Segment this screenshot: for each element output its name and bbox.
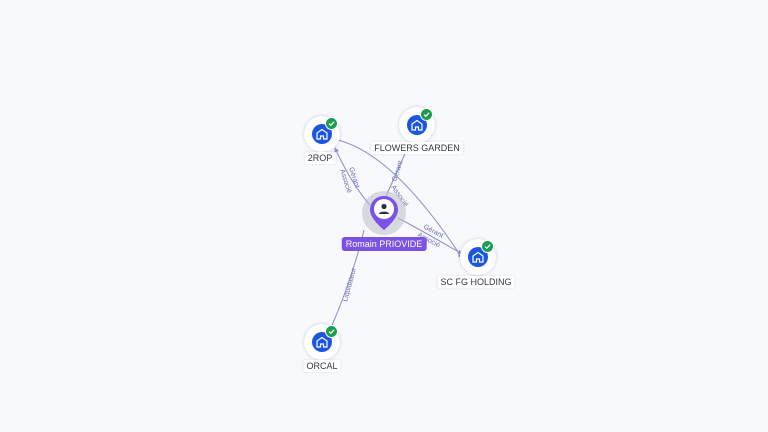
person-node[interactable] (362, 191, 406, 235)
company-label-orcal[interactable]: ORCAL (303, 360, 341, 372)
verified-check-icon (420, 108, 433, 121)
verified-check-icon (325, 325, 338, 338)
edge-label-flowers-garden: Gérant (391, 160, 404, 183)
company-node-orcal[interactable] (304, 324, 340, 360)
verified-check-icon (325, 117, 338, 130)
company-node-flowers-garden[interactable] (399, 107, 435, 143)
company-label-2rop[interactable]: 2ROP (304, 152, 336, 164)
company-building-icon (312, 124, 332, 144)
company-node-sc-fg-holding[interactable] (460, 239, 496, 275)
company-label-sc-fg-holding[interactable]: SC FG HOLDING (437, 276, 515, 288)
company-building-icon (468, 247, 488, 267)
verified-check-icon (481, 240, 494, 253)
person-name-label[interactable]: Romain PRIOVIDE (341, 237, 427, 251)
company-node-2rop[interactable] (304, 116, 340, 152)
person-icon (370, 196, 398, 230)
edge-label-orcal: Liquidateur (342, 267, 358, 303)
company-building-icon (407, 115, 427, 135)
company-building-icon (312, 332, 332, 352)
edge-2rop-sc-fg-holding[interactable] (337, 139, 463, 259)
company-label-flowers-garden[interactable]: FLOWERS GARDEN (371, 142, 463, 154)
